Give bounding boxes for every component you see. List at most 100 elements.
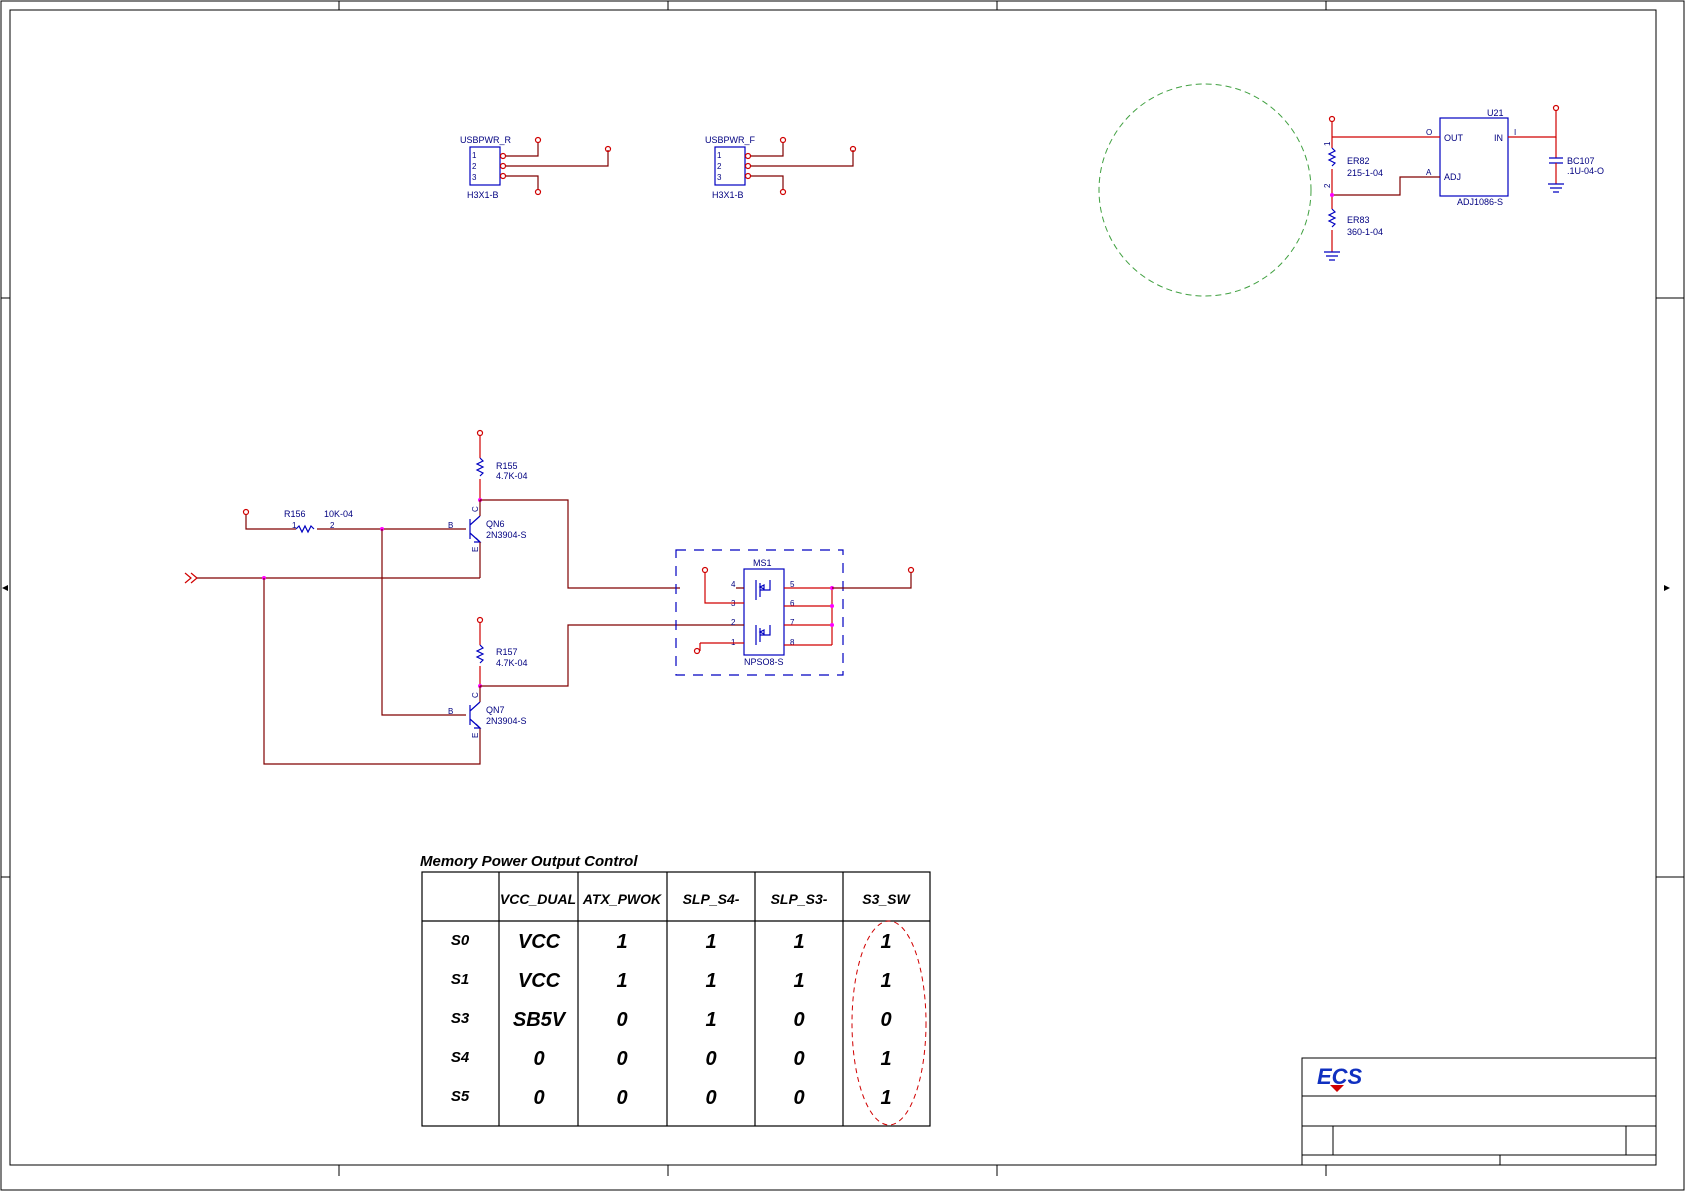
power-port-icon xyxy=(701,566,709,574)
connector-usbpwr-r: USBPWR_R 1 2 3 H3X1-B xyxy=(460,135,612,200)
power-port-icon xyxy=(849,145,857,153)
right-arrow-icon xyxy=(1664,585,1670,591)
row-state: S1 xyxy=(451,971,469,988)
table-cell: 0 xyxy=(616,1009,627,1031)
table-cell: 1 xyxy=(705,1009,716,1031)
power-port-icon xyxy=(534,136,542,144)
table-cell: 0 xyxy=(616,1048,627,1070)
resistor-value: 4.7K-04 xyxy=(496,471,528,481)
s3-sw-highlight xyxy=(851,920,927,1126)
table-row: S4 0 0 0 0 1 xyxy=(451,1048,892,1070)
title-block xyxy=(1301,1057,1657,1166)
pin-label: A xyxy=(1426,168,1432,177)
table-cell: 1 xyxy=(705,970,716,992)
table-row: S3 SB5V 0 1 0 0 xyxy=(451,1009,892,1031)
table-cell: 1 xyxy=(793,931,804,953)
power-port-icon xyxy=(1552,104,1560,112)
pin-label: O xyxy=(1426,128,1432,137)
ecs-logo: ECS xyxy=(1317,1064,1363,1092)
table-cell: 1 xyxy=(880,970,891,992)
power-port-icon xyxy=(779,188,787,196)
pin-label: C xyxy=(471,692,480,698)
regulator-pin-out: OUT xyxy=(1444,133,1464,143)
pin-label: E xyxy=(471,733,480,738)
power-port-icon xyxy=(534,188,542,196)
memory-power-table: Memory Power Output Control VCC_DUAL ATX… xyxy=(420,853,931,1127)
row-state: S4 xyxy=(451,1049,470,1066)
table-title: Memory Power Output Control xyxy=(420,853,638,870)
pin-label: 1 xyxy=(472,151,477,160)
table-row: S0 VCC 1 1 1 1 xyxy=(451,931,892,953)
power-port-icon xyxy=(907,566,915,574)
table-cell: 0 xyxy=(705,1087,716,1109)
resistor-value: 215-1-04 xyxy=(1347,168,1383,178)
row-state: S5 xyxy=(451,1088,470,1105)
transistor-part: 2N3904-S xyxy=(486,716,527,726)
table-cell: 1 xyxy=(880,1048,891,1070)
pin-label: 7 xyxy=(790,618,795,627)
connector-usbpwr-f: USBPWR_F 1 2 3 H3X1-B xyxy=(705,135,857,200)
pin-label: 2 xyxy=(1323,183,1332,188)
resistor-ref: R155 xyxy=(496,461,518,471)
table-cell: 0 xyxy=(880,1009,891,1031)
table-row: S1 VCC 1 1 1 1 xyxy=(451,970,892,992)
table-cell: 0 xyxy=(705,1048,716,1070)
power-port-icon xyxy=(604,145,612,153)
table-cell: 1 xyxy=(880,1087,891,1109)
connector-part: H3X1-B xyxy=(712,190,744,200)
pin-label: 5 xyxy=(790,580,795,589)
pin-label: I xyxy=(1514,128,1516,137)
row-state: S0 xyxy=(451,932,470,949)
table-cell: 0 xyxy=(533,1087,544,1109)
pin-label: 3 xyxy=(472,173,477,182)
resistor-ref: R157 xyxy=(496,647,518,657)
resistor-value: 4.7K-04 xyxy=(496,658,528,668)
transistor-ref: QN7 xyxy=(486,705,505,715)
row-state: S3 xyxy=(451,1010,470,1027)
resistor-ref: R156 xyxy=(284,509,306,519)
regulator-pin-adj: ADJ xyxy=(1444,172,1461,182)
mounting-outline xyxy=(1098,83,1312,297)
mosfet-part: NPSO8-S xyxy=(744,657,784,667)
table-cell: 0 xyxy=(616,1087,627,1109)
table-cell: 1 xyxy=(616,931,627,953)
pin-label: 2 xyxy=(472,162,477,171)
signal-port-icon xyxy=(184,572,198,584)
transistor-part: 2N3904-S xyxy=(486,530,527,540)
connector-part: H3X1-B xyxy=(467,190,499,200)
resistor-value: 10K-04 xyxy=(324,509,353,519)
table-cell: SB5V xyxy=(513,1009,567,1031)
table-cell: 1 xyxy=(705,931,716,953)
connector-ref: USBPWR_R xyxy=(460,135,512,145)
table-header: ATX_PWOK xyxy=(582,891,662,907)
pin-label: B xyxy=(448,707,453,716)
pin-label: 2 xyxy=(717,162,722,171)
table-cell: VCC xyxy=(518,931,561,953)
power-port-icon xyxy=(476,429,484,437)
mosfet-ref: MS1 xyxy=(753,558,772,568)
pin-label: 4 xyxy=(731,580,736,589)
table-cell: 1 xyxy=(793,970,804,992)
pin-label: 1 xyxy=(717,151,722,160)
regulator-ref: U21 xyxy=(1487,108,1504,118)
pin-label: 6 xyxy=(790,599,795,608)
pin-label: C xyxy=(471,506,480,512)
power-port-icon xyxy=(476,616,484,624)
mosfet-ms1: MS1 NPSO8-S 4 3 2 1 5 6 7 8 xyxy=(675,549,915,676)
transistor-ref: QN6 xyxy=(486,519,505,529)
power-port-icon xyxy=(1328,115,1336,123)
table-cell: VCC xyxy=(518,970,561,992)
pin-label: 1 xyxy=(292,521,297,530)
table-cell: 0 xyxy=(793,1009,804,1031)
transistor-circuit: R155 4.7K-04 R156 10K-04 1 2 B C E QN6 2… xyxy=(184,429,736,765)
table-cell: 0 xyxy=(793,1087,804,1109)
table-header: S3_SW xyxy=(862,891,911,907)
left-arrow-icon xyxy=(2,585,8,591)
table-cell: 0 xyxy=(533,1048,544,1070)
power-port-icon xyxy=(693,647,701,655)
regulator-circuit: U21 OUT IN ADJ O I A ADJ1086-S 1 2 ER82 … xyxy=(1323,104,1604,261)
pin-label: B xyxy=(448,521,453,530)
pin-label: 1 xyxy=(1323,141,1332,146)
